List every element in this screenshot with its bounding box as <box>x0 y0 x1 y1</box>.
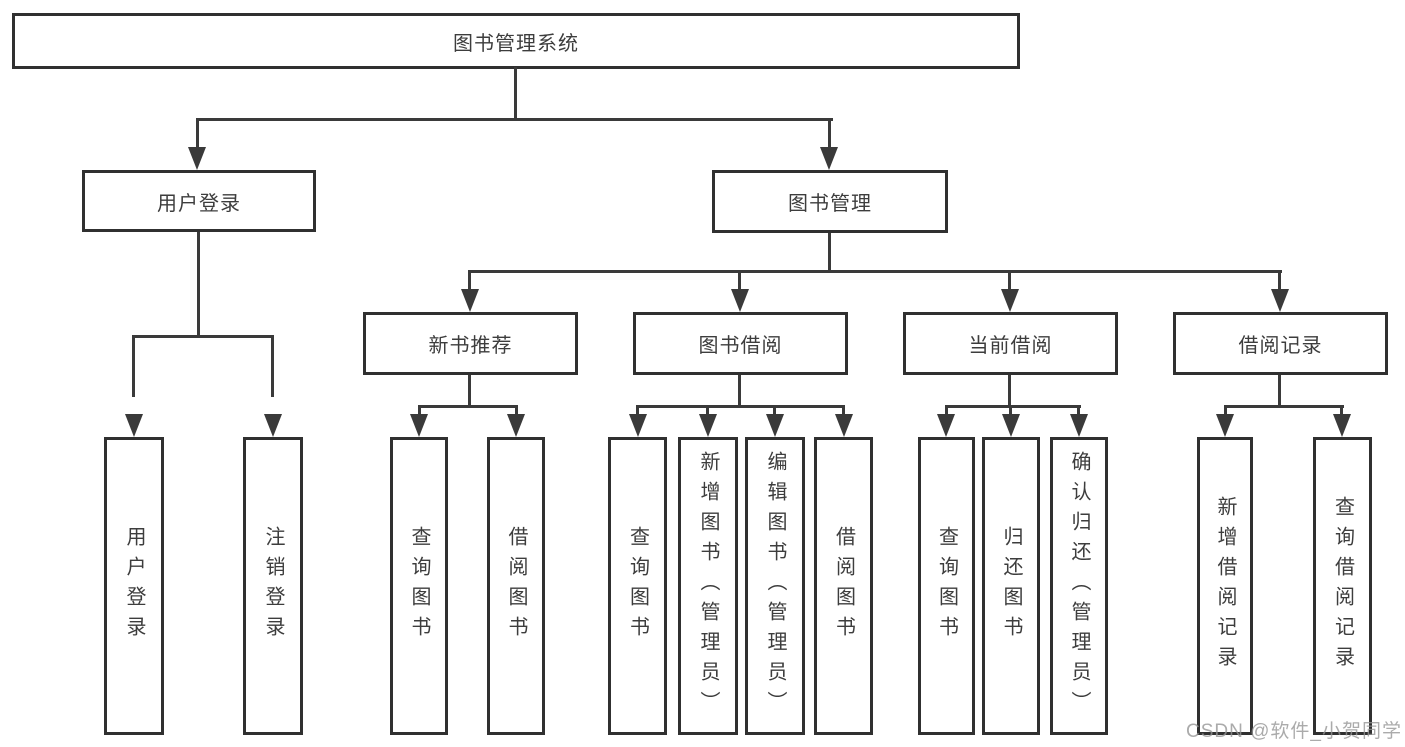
connector-line <box>132 335 274 338</box>
node-label: 图书管理 <box>788 193 872 215</box>
node-label: 当前借阅 <box>968 335 1053 357</box>
leaf-add-book-admin: 新增图书（管理员） <box>678 437 738 735</box>
arrow-down-icon <box>1002 414 1020 437</box>
node-library-management-system: 图书管理系统 <box>12 13 1020 69</box>
connector-line <box>1224 405 1344 408</box>
node-label: 图书借阅 <box>698 335 783 357</box>
leaf-query-borrow-record: 查询借阅记录 <box>1313 437 1372 735</box>
node-label: 图书管理系统 <box>453 32 579 55</box>
arrow-down-icon <box>1001 289 1019 312</box>
connector-line <box>196 118 833 121</box>
leaf-query-books-borrowing: 查询图书 <box>608 437 667 735</box>
node-user-login: 用户登录 <box>82 170 316 232</box>
leaf-user-login: 用户登录 <box>104 437 164 735</box>
leaf-confirm-return-admin: 确认归还（管理员） <box>1050 437 1108 735</box>
leaf-label: 查询图书 <box>408 526 430 646</box>
arrow-down-icon <box>507 414 525 437</box>
arrow-down-icon <box>1333 414 1351 437</box>
leaf-query-books-current: 查询图书 <box>918 437 975 735</box>
connector-line <box>773 405 776 417</box>
connector-line <box>468 375 471 407</box>
connector-line <box>1278 270 1281 292</box>
connector-line <box>1278 375 1281 407</box>
arrow-down-icon <box>835 414 853 437</box>
leaf-label: 借阅图书 <box>505 526 527 646</box>
arrow-down-icon <box>1271 289 1289 312</box>
leaf-label: 借阅图书 <box>832 526 855 646</box>
arrow-down-icon <box>820 147 838 170</box>
connector-line <box>1224 405 1227 417</box>
connector-line <box>842 405 845 417</box>
connector-line <box>515 405 518 417</box>
connector-line <box>271 335 274 397</box>
leaf-edit-book-admin: 编辑图书（管理员） <box>745 437 805 735</box>
arrow-down-icon <box>766 414 784 437</box>
leaf-label: 查询图书 <box>935 526 958 646</box>
arrow-down-icon <box>937 414 955 437</box>
connector-line <box>706 405 709 417</box>
node-label: 用户登录 <box>157 192 241 215</box>
leaf-add-borrow-record: 新增借阅记录 <box>1197 437 1253 735</box>
arrow-down-icon <box>731 289 749 312</box>
connector-line <box>418 405 518 408</box>
connector-line <box>945 405 948 417</box>
leaf-return-book: 归还图书 <box>982 437 1040 735</box>
connector-line <box>132 335 135 397</box>
leaf-label: 新增图书（管理员） <box>697 451 719 721</box>
arrow-down-icon <box>1216 414 1234 437</box>
leaf-label: 确认归还（管理员） <box>1068 451 1090 721</box>
connector-line <box>197 232 200 337</box>
arrow-down-icon <box>629 414 647 437</box>
leaf-label: 用户登录 <box>123 526 145 646</box>
node-book-borrowing: 图书借阅 <box>633 312 848 375</box>
connector-line <box>1008 270 1011 292</box>
connector-line <box>468 270 1282 273</box>
connector-line <box>738 375 741 407</box>
leaf-label: 归还图书 <box>1000 526 1022 646</box>
node-new-book-recommend: 新书推荐 <box>363 312 578 375</box>
connector-line <box>636 405 639 417</box>
connector-line <box>1008 375 1011 407</box>
arrow-down-icon <box>125 414 143 437</box>
leaf-label: 查询借阅记录 <box>1331 496 1354 676</box>
connector-line <box>828 118 831 150</box>
arrow-down-icon <box>264 414 282 437</box>
node-label: 新书推荐 <box>428 335 513 357</box>
leaf-label: 新增借阅记录 <box>1214 496 1236 676</box>
leaf-label: 查询图书 <box>626 526 649 646</box>
leaf-borrow-books-recommend: 借阅图书 <box>487 437 545 735</box>
leaf-query-books-recommend: 查询图书 <box>390 437 448 735</box>
leaf-borrow-books-borrowing: 借阅图书 <box>814 437 873 735</box>
connector-line <box>636 405 845 408</box>
connector-line <box>828 233 831 273</box>
watermark: CSDN @软件_小贺同学 <box>1186 721 1402 742</box>
connector-line <box>945 405 1081 408</box>
connector-line <box>514 67 517 119</box>
leaf-label: 编辑图书（管理员） <box>764 451 786 721</box>
connector-line <box>196 118 199 150</box>
leaf-label: 注销登录 <box>262 526 284 646</box>
connector-line <box>738 270 741 292</box>
node-book-management: 图书管理 <box>712 170 948 233</box>
arrow-down-icon <box>410 414 428 437</box>
connector-line <box>1077 405 1080 417</box>
node-borrow-records: 借阅记录 <box>1173 312 1388 375</box>
arrow-down-icon <box>188 147 206 170</box>
connector-line <box>468 270 471 292</box>
arrow-down-icon <box>699 414 717 437</box>
arrow-down-icon <box>1070 414 1088 437</box>
connector-line <box>418 405 421 417</box>
connector-line <box>1340 405 1343 417</box>
leaf-logout: 注销登录 <box>243 437 303 735</box>
connector-line <box>1009 405 1012 417</box>
node-current-borrowing: 当前借阅 <box>903 312 1118 375</box>
node-label: 借阅记录 <box>1238 335 1323 357</box>
arrow-down-icon <box>461 289 479 312</box>
